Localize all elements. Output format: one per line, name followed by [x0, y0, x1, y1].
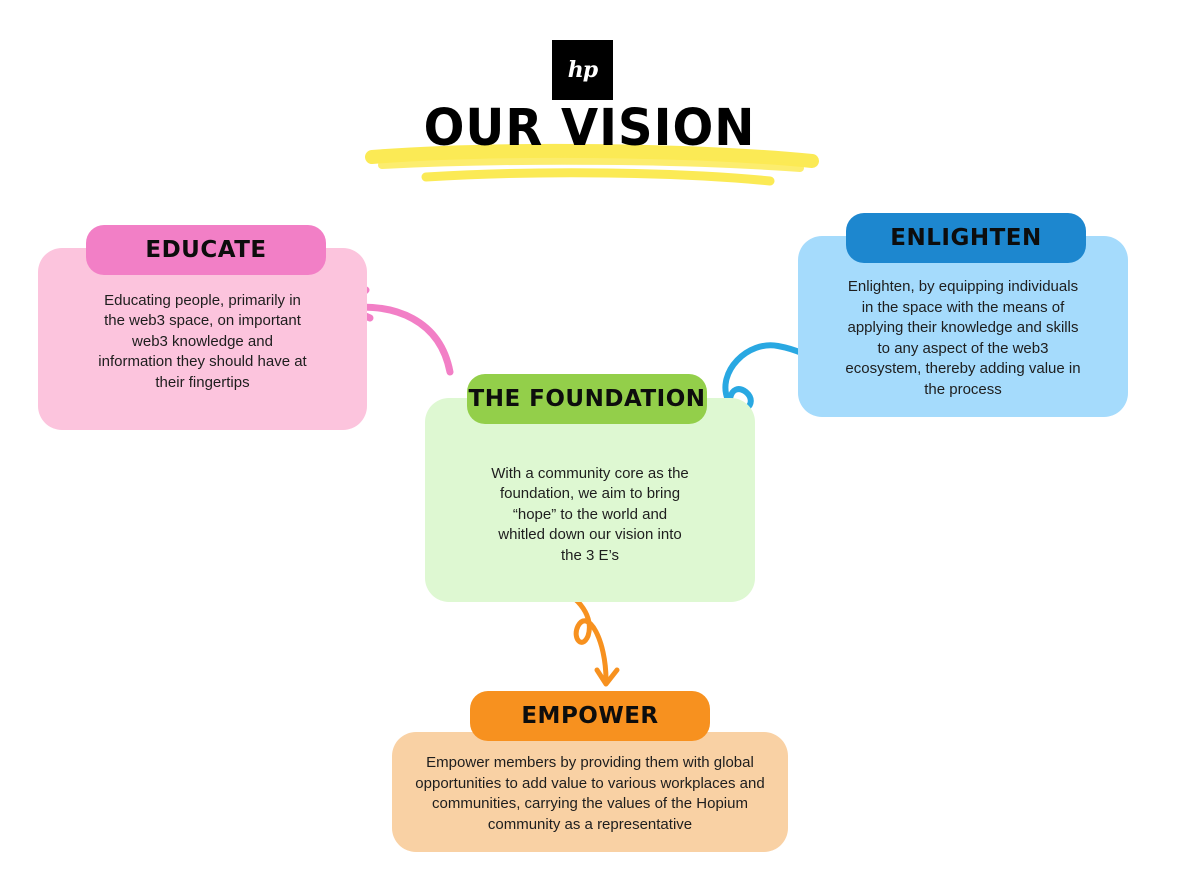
foundation-description: With a community core as the foundation,…	[491, 464, 689, 564]
empower-label: EMPOWER	[521, 703, 659, 729]
empower-label-pill: EMPOWER	[470, 691, 710, 741]
enlighten-card: Enlighten, by equipping individuals in t…	[798, 236, 1128, 417]
educate-description: Educating people, primarily in the web3 …	[98, 291, 307, 391]
empower-description: Empower members by providing them with g…	[415, 754, 765, 833]
arrow-to-empower-icon	[552, 585, 620, 687]
empower-card: Empower members by providing them with g…	[392, 732, 788, 852]
educate-card: Educating people, primarily in the web3 …	[38, 248, 367, 430]
foundation-card: With a community core as the foundation,…	[425, 398, 755, 602]
foundation-label: THE FOUNDATION	[468, 386, 706, 412]
enlighten-label-pill: ENLIGHTEN	[846, 213, 1086, 263]
foundation-label-pill: THE FOUNDATION	[467, 374, 707, 424]
enlighten-description: Enlighten, by equipping individuals in t…	[845, 278, 1081, 398]
educate-label: EDUCATE	[145, 237, 267, 263]
page-title: OUR VISION	[423, 98, 756, 158]
educate-label-pill: EDUCATE	[86, 225, 326, 275]
enlighten-label: ENLIGHTEN	[890, 225, 1042, 251]
logo-text: hp	[567, 57, 598, 83]
brand-logo: hp	[552, 40, 613, 100]
